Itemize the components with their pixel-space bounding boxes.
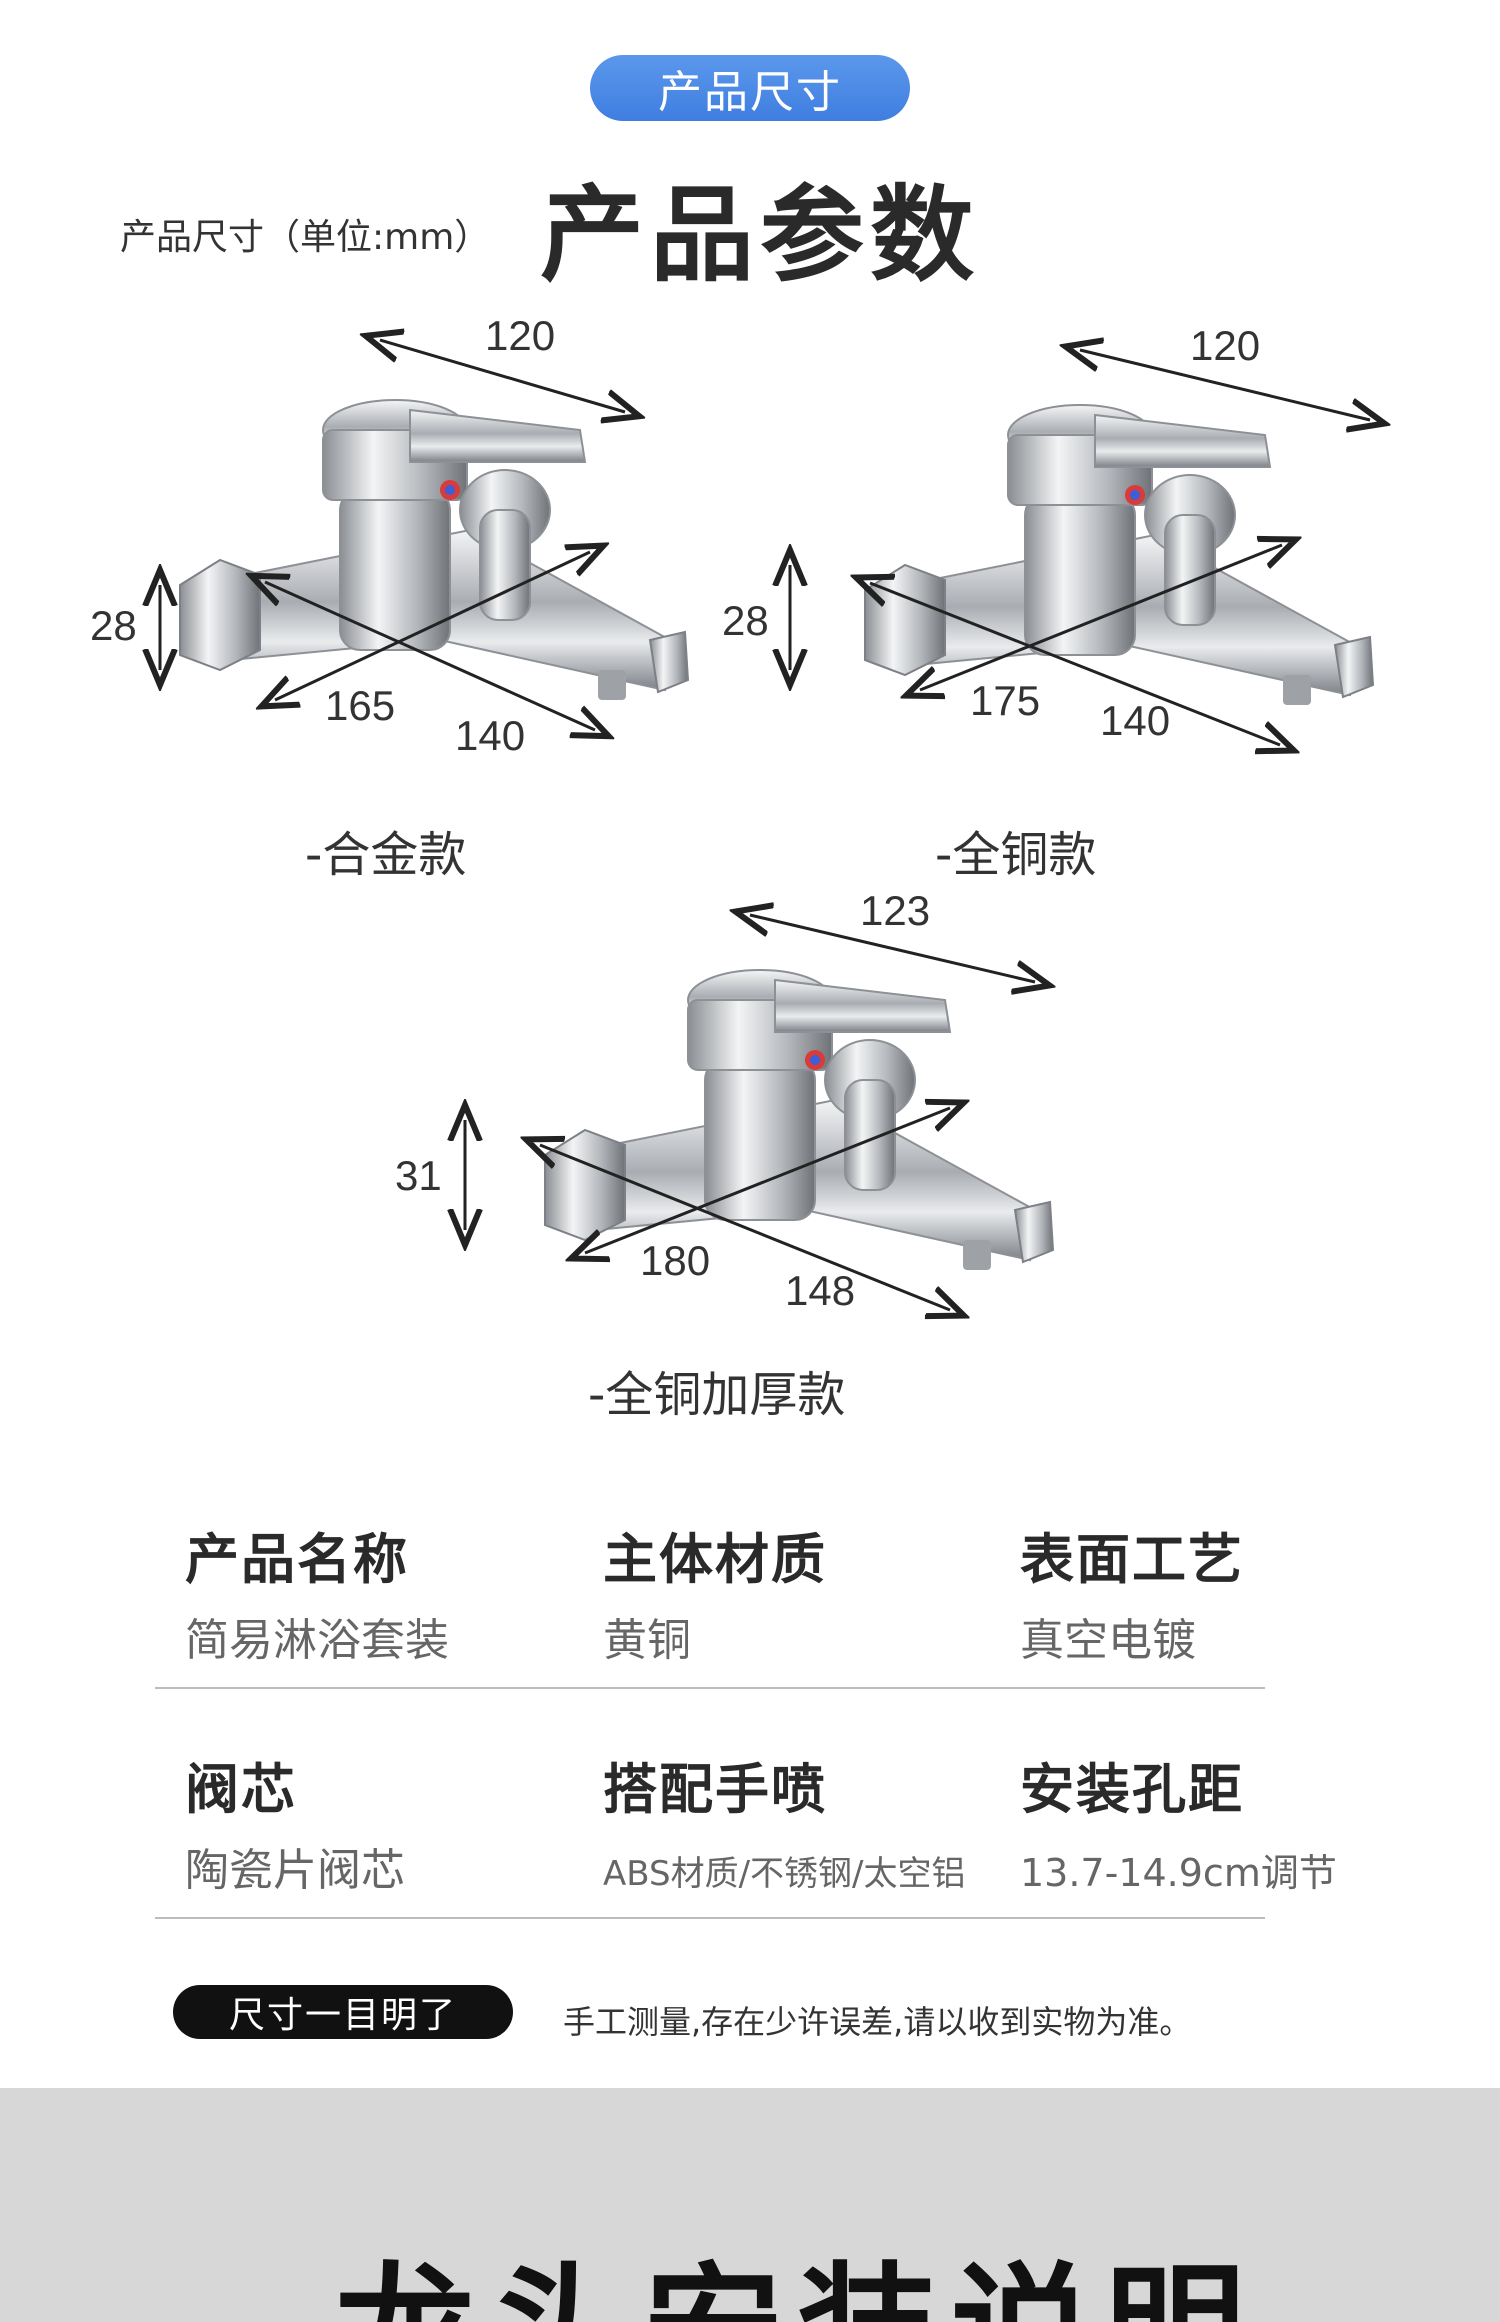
installation-title: 龙头安装说明 <box>335 2218 1259 2322</box>
variant-label-thick-brass: -全铜加厚款 <box>588 1367 846 1423</box>
spec-hole-spacing: 安装孔距 13.7-14.9cm调节 <box>1020 1745 1337 1897</box>
unit-label: 产品尺寸（单位:mm） <box>120 217 491 258</box>
faucet-diagram-thick-brass: 123 31 180 148 <box>395 887 1070 1330</box>
spec-value: 简易淋浴套装 <box>185 1615 449 1666</box>
dim-height: 28 <box>722 597 769 644</box>
variant-label-alloy: -合金款 <box>305 827 467 883</box>
spec-label: 主体材质 <box>603 1528 827 1591</box>
dim-depth: 140 <box>1100 697 1170 744</box>
spec-hand-shower: 搭配手喷 ABS材质/不锈钢/太空铝 <box>603 1745 965 1895</box>
dim-height: 31 <box>395 1152 442 1199</box>
spec-value: ABS材质/不锈钢/太空铝 <box>603 1854 966 1894</box>
measurement-note: 手工测量,存在少许误差,请以收到实物为准。 <box>563 2003 1192 2041</box>
dim-front: 180 <box>640 1237 710 1284</box>
divider <box>155 1687 1265 1689</box>
faucet-diagram-alloy: 120 28 165 140 <box>90 312 689 759</box>
spec-value: 黄铜 <box>603 1615 691 1666</box>
divider <box>155 1917 1265 1919</box>
spec-valve-core: 阀芯 陶瓷片阀芯 <box>185 1745 405 1898</box>
spec-label: 安装孔距 <box>1020 1758 1244 1821</box>
spec-surface-finish: 表面工艺 真空电镀 <box>1020 1515 1244 1668</box>
spec-value: 13.7-14.9cm调节 <box>1020 1851 1337 1895</box>
spec-label: 产品名称 <box>185 1528 409 1591</box>
spec-label: 表面工艺 <box>1020 1528 1244 1591</box>
dim-top: 120 <box>1190 322 1260 369</box>
dim-top: 120 <box>485 312 555 359</box>
variant-label-brass: -全铜款 <box>935 827 1097 883</box>
spec-value: 真空电镀 <box>1020 1615 1196 1666</box>
section-pill: 产品尺寸 <box>590 55 910 121</box>
dim-depth: 148 <box>785 1267 855 1314</box>
spec-product-name: 产品名称 简易淋浴套装 <box>185 1515 449 1668</box>
spec-value: 陶瓷片阀芯 <box>185 1845 405 1896</box>
dim-front: 165 <box>325 682 395 729</box>
dim-height: 28 <box>90 602 137 649</box>
faucet-diagram-brass: 120 28 175 140 <box>722 322 1410 765</box>
dim-front: 175 <box>970 677 1040 724</box>
size-badge: 尺寸一目明了 <box>173 1985 513 2039</box>
dim-top: 123 <box>860 887 930 934</box>
spec-label: 阀芯 <box>185 1758 297 1821</box>
spec-body-material: 主体材质 黄铜 <box>603 1515 827 1668</box>
installation-section-band: 龙头安装说明 <box>0 2088 1500 2322</box>
page-title: 产品参数 <box>540 174 981 296</box>
dim-depth: 140 <box>455 712 525 759</box>
spec-label: 搭配手喷 <box>603 1758 827 1821</box>
